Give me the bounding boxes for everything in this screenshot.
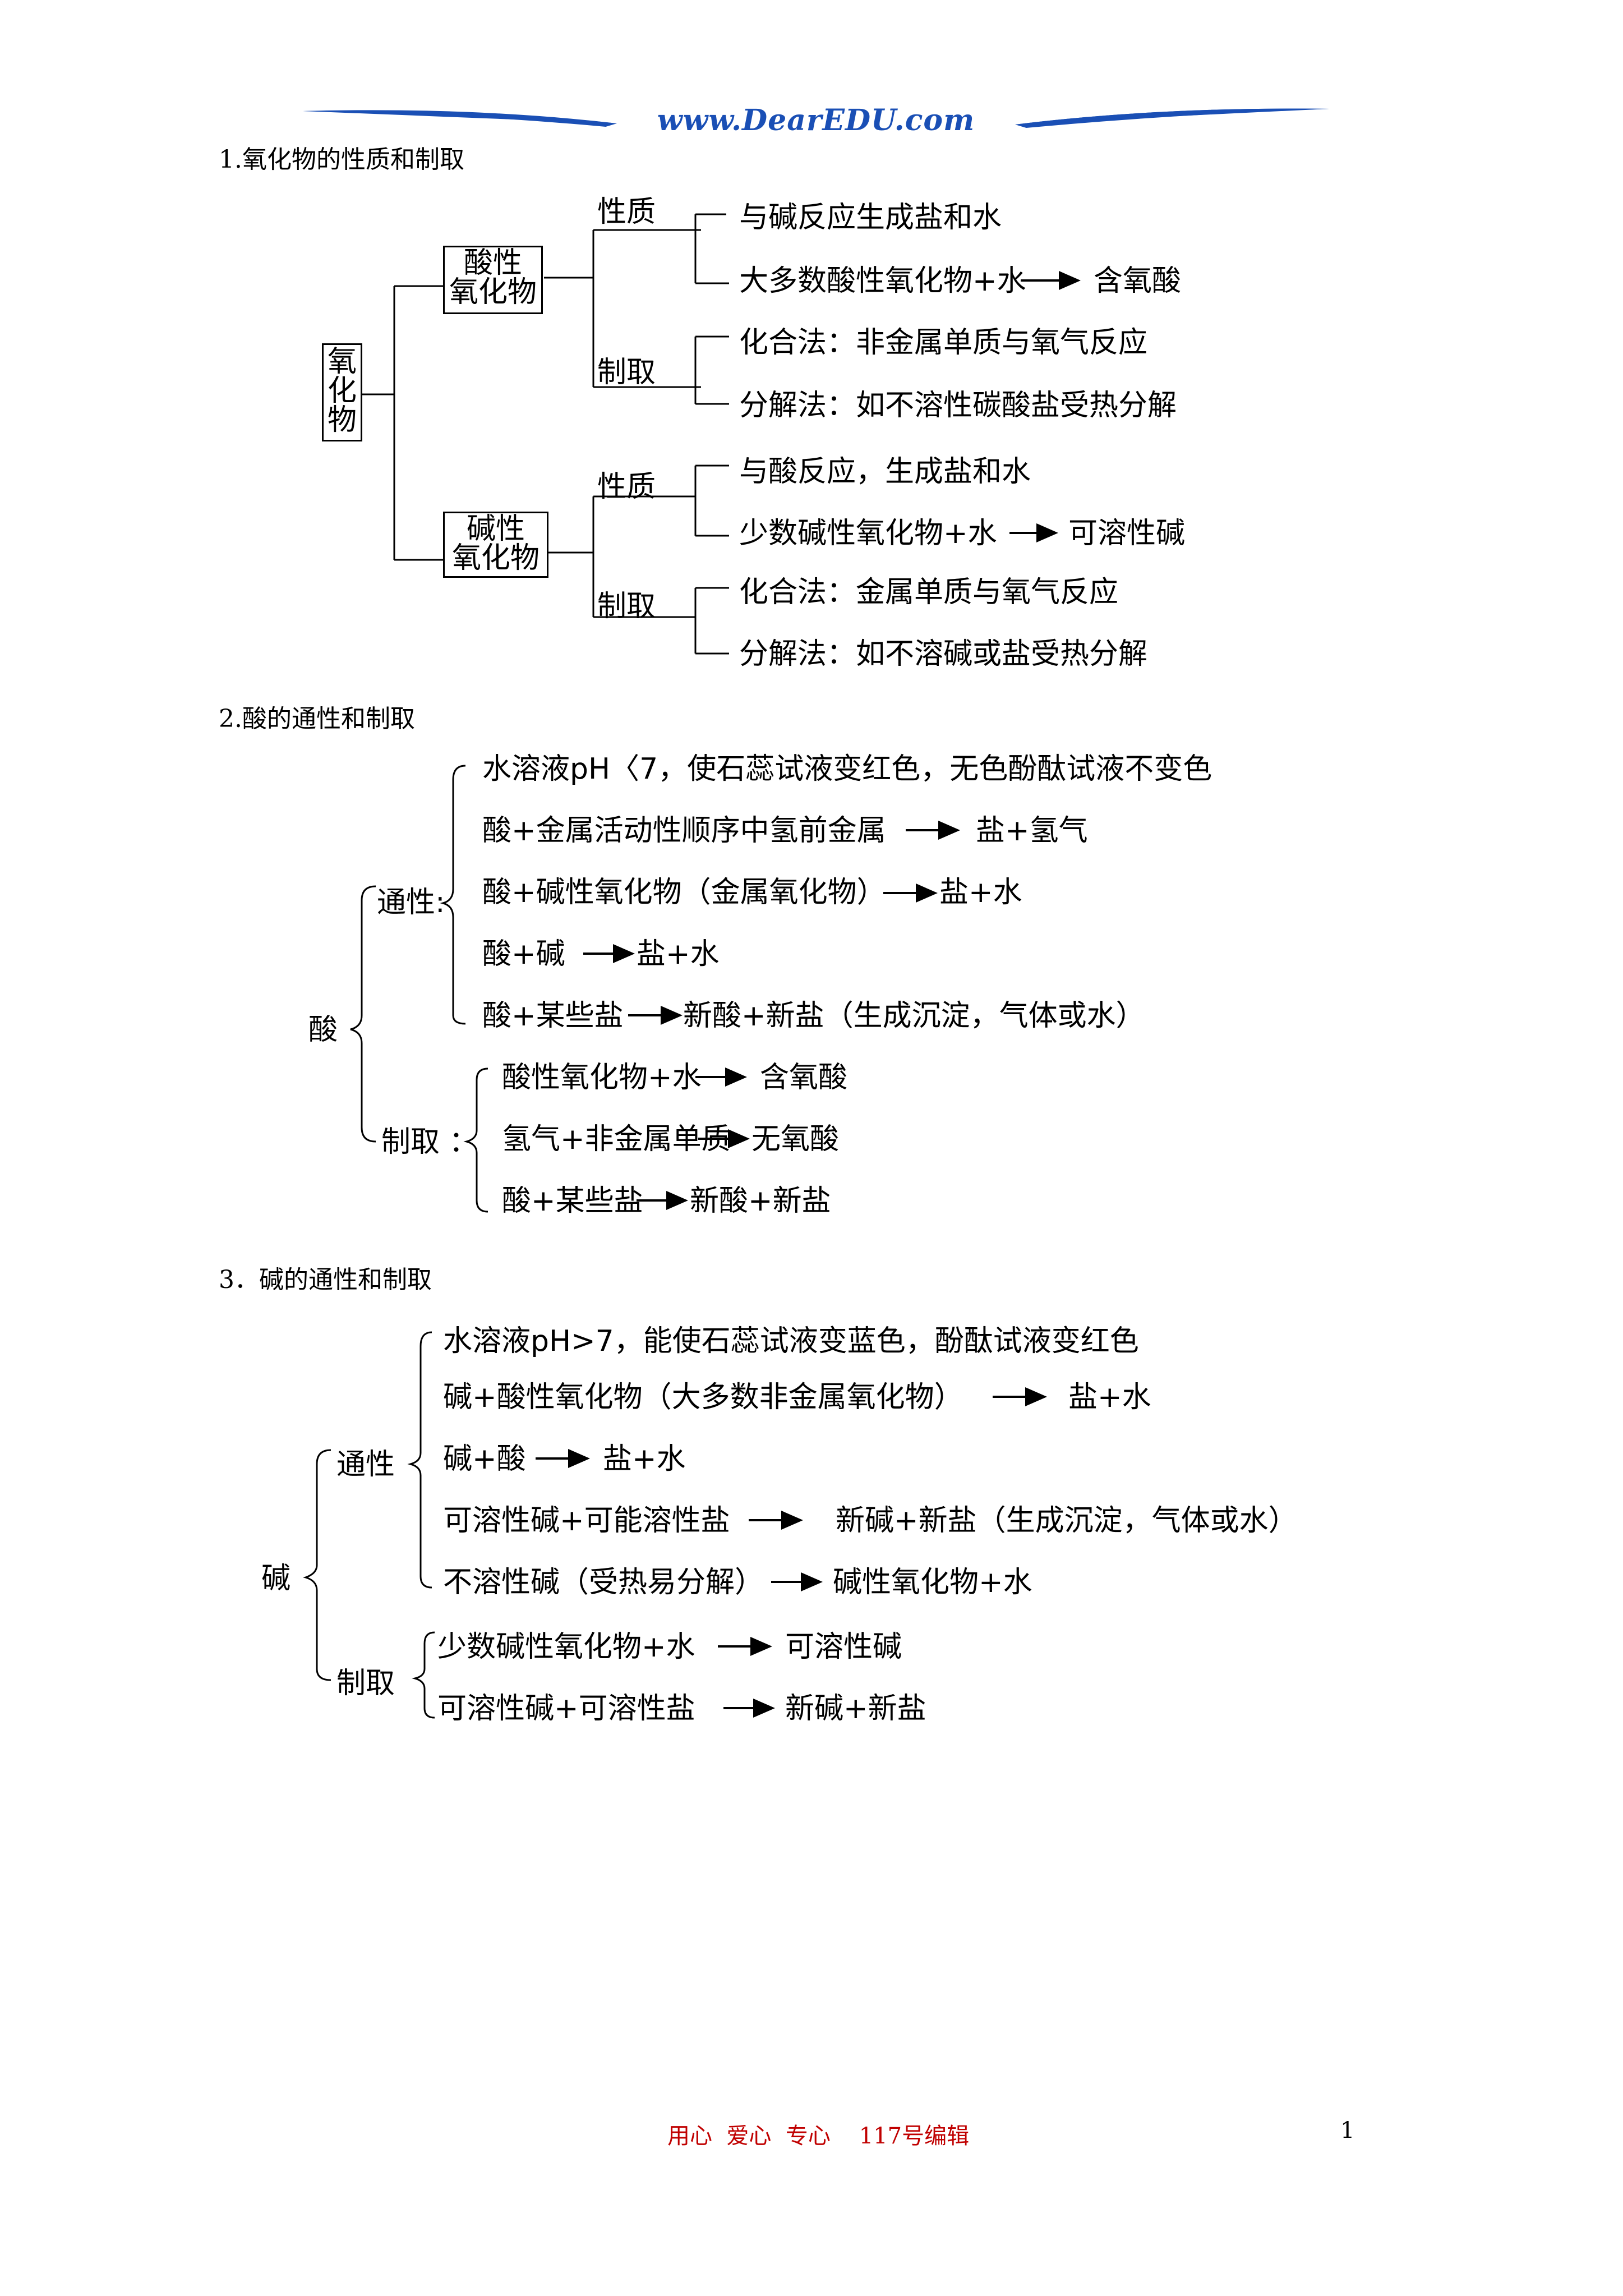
banner-swoosh-left (303, 108, 1329, 128)
acidic-oxide-box: 酸性 氧化物 (443, 246, 543, 314)
acidic-prop-1: 与碱反应生成盐和水 (739, 201, 1002, 234)
basic-prop-1: 与酸反应，生成盐和水 (739, 455, 1031, 489)
acid-prep-label: 制取 ： (381, 1125, 478, 1159)
base-general-5: 不溶性碱（受热易分解） (443, 1566, 764, 1599)
acidic-prop-2-result: 含氧酸 (1094, 264, 1182, 298)
base-prep-label: 制取 (336, 1667, 395, 1700)
base-prep-2-result: 新碱+新盐 (785, 1692, 926, 1726)
base-general-4-result: 新碱+新盐（生成沉淀，气体或水） (836, 1504, 1298, 1538)
acid-general-2: 酸+金属活动性顺序中氢前金属 (482, 814, 886, 848)
acid-prep-3-result: 新酸+新盐 (690, 1184, 831, 1218)
basic-prop-2: 少数碱性氧化物+水 (739, 517, 997, 550)
acid-general-3: 酸+碱性氧化物（金属氧化物） (482, 876, 886, 909)
oxide-root-box: 氧 化 物 (322, 343, 362, 441)
section3-heading: 3．碱的通性和制取 (219, 1266, 432, 1294)
acid-prep-1: 酸性氧化物+水 (502, 1061, 702, 1094)
acidic-line2: 氧化物 (449, 275, 537, 309)
section1-heading: 1.氧化物的性质和制取 (219, 145, 464, 174)
acidic-prep-label: 制取 (597, 356, 656, 389)
base-prep-1-result: 可溶性碱 (785, 1630, 902, 1664)
basic-line2: 氧化物 (451, 541, 540, 575)
base-general-3: 碱+酸 (443, 1442, 526, 1476)
base-general-label: 通性 (336, 1448, 395, 1481)
acidic-prep-2: 分解法：如不溶性碳酸盐受热分解 (739, 389, 1177, 422)
base-general-1: 水溶液pH>7，能使石蕊试液变蓝色，酚酞试液变红色 (443, 1324, 1139, 1358)
base-general-2: 碱+酸性氧化物（大多数非金属氧化物） (443, 1381, 963, 1414)
basic-line1: 碱性 (466, 512, 525, 546)
acid-prep-1-result: 含氧酸 (760, 1061, 848, 1094)
footer-note: 用心 爱心 专心 117号编辑 (667, 2123, 970, 2149)
acid-general-4: 酸+碱 (482, 937, 565, 971)
base-general-3-result: 盐+水 (603, 1442, 686, 1476)
acid-prep-2: 氢气+非金属单质 (502, 1122, 731, 1156)
acid-general-2-result: 盐+氢气 (976, 814, 1088, 848)
acid-general-label: 通性: (377, 886, 445, 919)
basic-prep-label: 制取 (597, 590, 656, 623)
base-general-2-result: 盐+水 (1068, 1381, 1151, 1414)
acid-general-4-result: 盐+水 (637, 937, 720, 971)
base-root: 碱 (261, 1562, 291, 1595)
basic-prep-1: 化合法：金属单质与氧气反应 (739, 576, 1119, 609)
site-banner: www.DearEDU.com (303, 101, 1329, 146)
acidic-prep-1: 化合法：非金属单质与氧气反应 (739, 326, 1148, 360)
site-name[interactable]: www.DearEDU.com (657, 103, 975, 137)
basic-prop-2-result: 可溶性碱 (1068, 517, 1186, 550)
page-number: 1 (1340, 2118, 1355, 2143)
base-general-4: 可溶性碱+可能溶性盐 (443, 1504, 730, 1538)
base-prep-1: 少数碱性氧化物+水 (437, 1630, 695, 1664)
root-char-3: 物 (327, 403, 357, 437)
base-general-5-result: 碱性氧化物+水 (833, 1566, 1032, 1599)
base-prep-2: 可溶性碱+可溶性盐 (437, 1692, 695, 1726)
acid-prep-2-result: 无氧酸 (751, 1122, 840, 1156)
root-char-2: 化 (327, 374, 357, 408)
acidic-prop-2: 大多数酸性氧化物+水 (739, 264, 1026, 298)
acid-general-1: 水溶液pH〈7，使石蕊试液变红色，无色酚酞试液不变色 (482, 752, 1212, 786)
acid-prep-3: 酸+某些盐 (502, 1184, 643, 1218)
basic-oxide-box: 碱性 氧化物 (443, 512, 548, 578)
section2-heading: 2.酸的通性和制取 (219, 705, 415, 733)
acidic-prop-label: 性质 (597, 195, 656, 229)
root-char-1: 氧 (327, 345, 357, 379)
acid-general-3-result: 盐+水 (939, 876, 1022, 909)
acid-general-5: 酸+某些盐 (482, 999, 624, 1033)
basic-prep-2: 分解法：如不溶碱或盐受热分解 (739, 637, 1148, 671)
basic-prop-label: 性质 (597, 470, 656, 504)
acid-general-5-result: 新酸+新盐（生成沉淀，气体或水） (683, 999, 1145, 1033)
acid-root: 酸 (308, 1013, 338, 1047)
acidic-line1: 酸性 (463, 246, 522, 280)
